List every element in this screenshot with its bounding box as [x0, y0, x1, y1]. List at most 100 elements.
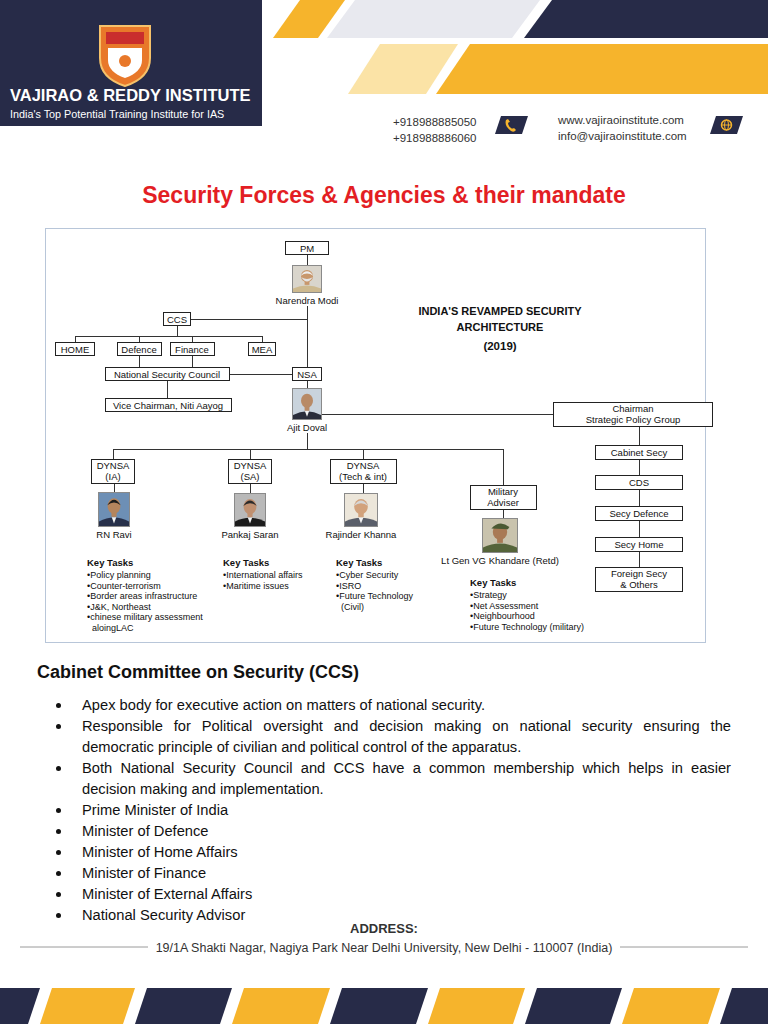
connector-line [177, 326, 262, 342]
connector-line [639, 490, 640, 506]
logo-inner [108, 48, 142, 78]
addr-head-text: ADDRESS: [350, 921, 418, 937]
box-label: Vice Chairman, Niti Aayog [113, 400, 223, 411]
photo-hair [354, 500, 368, 505]
box-label: Secy Home [614, 539, 663, 550]
org-box: DYNSA (IA) [91, 459, 135, 484]
connector-line [192, 356, 193, 367]
person-name: Narendra Modi [276, 295, 339, 306]
org-box: PM [285, 241, 329, 255]
contact-text: +918988886060 [393, 130, 493, 146]
connector-line [307, 433, 363, 459]
photo-head [244, 499, 257, 514]
inst-name-text: VAJIRAO & REDDY INSTITUTE [10, 86, 262, 105]
label-group: Key Tasks•Cyber Security•ISRO•Future Tec… [336, 557, 432, 612]
bullet-dot [56, 724, 61, 729]
photo-collar [112, 517, 116, 523]
org-box: Foreign Secy & Others [595, 567, 683, 592]
connector-line [113, 433, 307, 459]
arch-year-text: (2019) [415, 339, 585, 354]
phone-icon [495, 116, 528, 134]
bullet-dot [56, 871, 61, 876]
org-box: NSA [292, 367, 322, 381]
footer-stripe [232, 988, 330, 1024]
box-label: Secy Defence [609, 508, 668, 519]
connector-line [322, 414, 553, 415]
task-heading: Key Tasks [87, 557, 235, 568]
label-group: Key Tasks•Policy planning•Counter-terror… [87, 557, 235, 634]
diagram-frame [46, 229, 706, 643]
org-box: DYNSA (Tech & int) [330, 459, 397, 484]
connector-line [503, 510, 504, 519]
box-label: PM [300, 243, 314, 254]
label-group: India's Top Potential Training Institute… [10, 107, 262, 121]
label-group: Cabinet Committee on Security (CCS) [37, 661, 637, 683]
person-name: RN Ravi [96, 529, 131, 540]
org-box: Military Adviser [470, 485, 537, 510]
portrait-photo [292, 265, 322, 293]
photo-ground [234, 494, 265, 527]
label-group: Key Tasks•Strategy•Net Assessment•Neighb… [470, 577, 640, 632]
box-label: DYNSA (SA) [232, 460, 268, 482]
footer-stripe [525, 988, 622, 1024]
photo-ground [345, 494, 378, 527]
task-item: •Counter-terrorism [87, 581, 235, 592]
box-label: Military Adviser [481, 486, 525, 508]
contact-text: www.vajiraoinstitute.com [558, 112, 708, 128]
label-group: INDIA'S REVAMPED SECURITY ARCHITECTURE [415, 303, 585, 335]
task-item: •International affairs [223, 570, 333, 581]
portrait-node: Narendra Modi [276, 265, 339, 306]
task-heading: Key Tasks [470, 577, 640, 588]
org-box: Secy Home [595, 537, 683, 552]
photo-ground [99, 493, 130, 527]
connector-line [114, 484, 115, 493]
footer-stripe [135, 988, 232, 1024]
bullet-dot [56, 808, 61, 813]
footer-stripe [720, 988, 768, 1024]
bullets-text: Both National Security Council and CCS h… [82, 758, 731, 800]
header-band [436, 44, 768, 94]
connector-line [307, 255, 308, 265]
logo-band [106, 32, 144, 44]
label-group: Key Tasks•International affairs•Maritime… [223, 557, 333, 591]
section-head-text: Cabinet Committee on Security (CCS) [37, 661, 637, 683]
task-item: •ISRO [336, 581, 432, 592]
page-title: Security Forces & Agencies & their manda… [142, 181, 626, 209]
label-group: VAJIRAO & REDDY INSTITUTE [10, 86, 262, 105]
photo-ground [293, 389, 322, 420]
footer-stripe [0, 988, 40, 1024]
bullets-text: Minister of External Affairs [82, 884, 731, 905]
label-group: 19/1A Shakti Nagar, Nagiya Park Near Del… [0, 938, 768, 957]
connector-line [639, 521, 640, 537]
connector-line [363, 484, 364, 494]
label-group: +918988885050+918988886060 [393, 114, 493, 146]
org-box: DYNSA (SA) [228, 459, 272, 484]
portrait-node: Rajinder Khanna [326, 493, 397, 540]
org-box: Secy Defence [595, 506, 683, 521]
connector-line [250, 484, 251, 494]
bullet-dot [56, 850, 61, 855]
box-label: DYNSA (IA) [95, 460, 131, 482]
connector-line [639, 427, 640, 445]
connector-line [139, 326, 177, 342]
connector-line [167, 381, 168, 398]
person-name: Rajinder Khanna [326, 529, 397, 540]
connector-line [307, 433, 503, 485]
org-box: Defence [117, 342, 162, 356]
box-label: Foreign Secy & Others [609, 568, 669, 590]
box-label: National Security Council [114, 369, 220, 380]
portrait-photo [234, 493, 266, 527]
bullet-dot [56, 703, 61, 708]
photo-hair [243, 500, 256, 505]
task-heading: Key Tasks [223, 557, 333, 568]
photo-head [108, 498, 121, 513]
photo-head [301, 394, 313, 408]
bullet-dot [56, 766, 61, 771]
footer-stripe [40, 988, 135, 1024]
portrait-node: Lt Gen VG Khandare (Retd) [441, 518, 559, 566]
connector-line [191, 306, 307, 319]
box-label: CDS [629, 477, 649, 488]
bullets-text: Minister of Home Affairs [82, 842, 731, 863]
connector-line [250, 433, 307, 459]
task-item: •Future Technology (military) [470, 622, 640, 633]
